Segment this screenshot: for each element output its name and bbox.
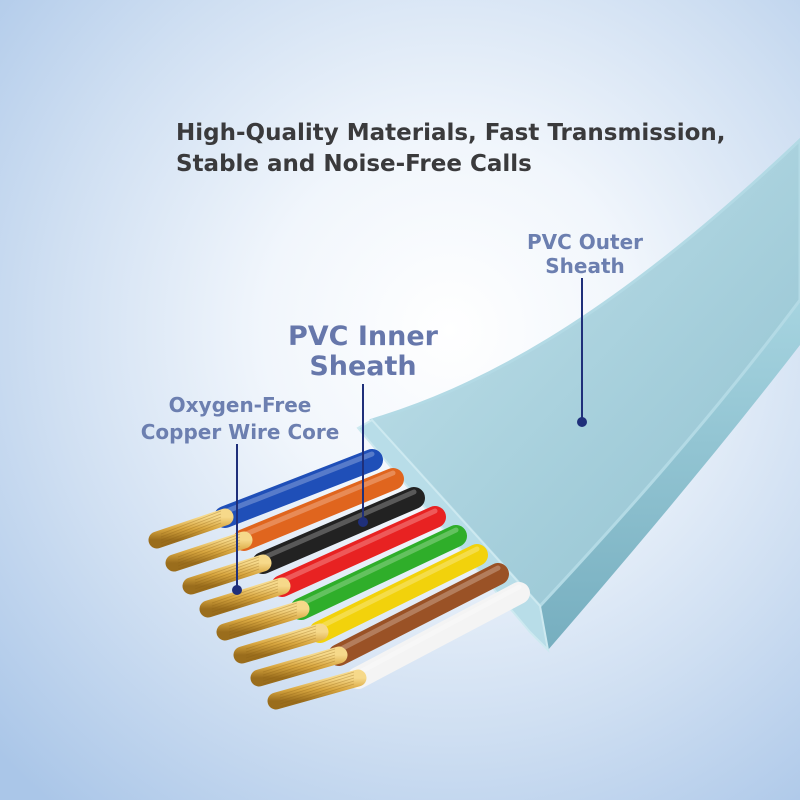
- wire-8: [267, 582, 530, 710]
- headline-line-2: Stable and Noise-Free Calls: [176, 151, 532, 177]
- wire-7: [250, 563, 509, 687]
- callout-outer-sheath: [577, 278, 587, 427]
- wire-2: [165, 468, 404, 572]
- headline: High-Quality Materials, Fast Transmissio…: [176, 118, 776, 180]
- wire-bundle: [148, 449, 530, 710]
- copper-strand-4: [199, 577, 291, 618]
- copper-strand-8: [267, 669, 367, 710]
- copper-strand-5: [216, 600, 310, 641]
- copper-strand-6: [233, 623, 329, 664]
- callout-wire-core: [232, 444, 242, 595]
- wire-1: [148, 449, 383, 549]
- copper-strand-7: [250, 646, 348, 687]
- outer-sheath: [369, 137, 800, 609]
- copper-strand-2: [165, 531, 253, 572]
- wire-3: [182, 487, 425, 595]
- wire-5: [216, 525, 467, 641]
- headline-line-1: High-Quality Materials, Fast Transmissio…: [176, 120, 726, 146]
- label-pvc-outer-sheath: PVC Outer Sheath: [526, 230, 643, 278]
- wire-4: [199, 506, 446, 618]
- label-copper-wire-core: Oxygen-Free Copper Wire Core: [140, 393, 340, 444]
- copper-strand-3: [182, 554, 272, 595]
- callout-inner-sheath: [358, 384, 368, 527]
- label-pvc-inner-sheath: PVC Inner Sheath: [287, 321, 439, 382]
- wire-6: [233, 544, 488, 664]
- outer-sheath-side: [540, 300, 800, 650]
- copper-strand-1: [148, 508, 234, 549]
